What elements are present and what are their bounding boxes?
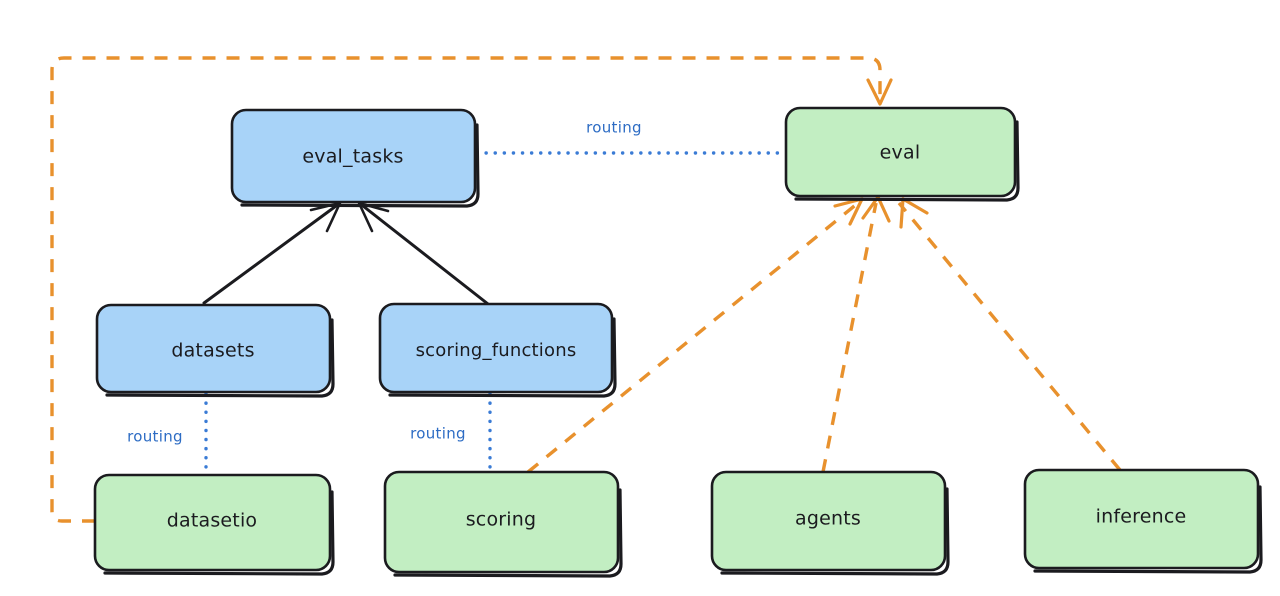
node-datasetio[interactable]: datasetio — [93, 473, 335, 576]
node-scoring-functions[interactable]: scoring_functions — [378, 302, 617, 398]
node-agents[interactable]: agents — [710, 470, 950, 576]
node-eval-label: eval — [880, 142, 921, 164]
node-datasetio-label: datasetio — [167, 510, 258, 532]
node-scoring-functions-label: scoring_functions — [416, 340, 577, 361]
edge-label-routing-scoring: routing — [410, 425, 466, 443]
node-eval-tasks-label: eval_tasks — [302, 146, 403, 168]
node-scoring[interactable]: scoring — [383, 470, 623, 578]
node-eval-tasks[interactable]: eval_tasks — [230, 108, 480, 208]
edge-datasetio-eval — [50, 56, 893, 523]
node-inference[interactable]: inference — [1023, 468, 1263, 574]
node-agents-label: agents — [795, 508, 861, 530]
node-eval[interactable]: eval — [784, 106, 1020, 202]
edge-label-routing-datasets: routing — [127, 428, 183, 446]
node-inference-label: inference — [1096, 506, 1187, 528]
edge-label-routing-eval-tasks: routing — [586, 119, 642, 137]
node-datasets-label: datasets — [171, 340, 254, 362]
node-scoring-label: scoring — [466, 509, 537, 531]
node-datasets[interactable]: datasets — [95, 303, 335, 398]
